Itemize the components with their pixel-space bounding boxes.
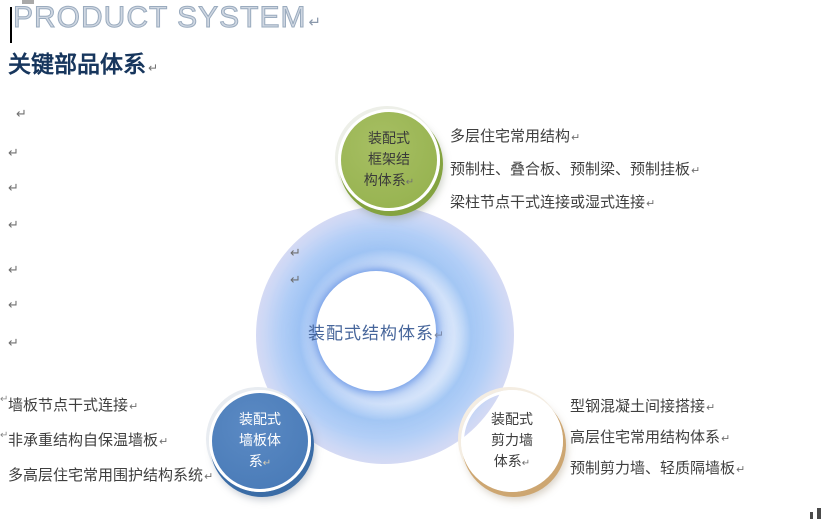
indent-marker-fragment xyxy=(22,0,34,4)
paragraph-mark: ↵ xyxy=(8,335,19,350)
paragraph-mark: ↵ xyxy=(16,106,27,121)
paragraph-mark: ↵ xyxy=(433,327,445,342)
paragraph-mark: ↵ xyxy=(8,262,19,277)
paragraph-mark: ↵ xyxy=(308,14,323,31)
annotation-line: 多层住宅常用结构↵ xyxy=(450,128,581,145)
annotation-line: 非承重结构自保温墙板↵ xyxy=(8,432,169,449)
paragraph-mark: ↵ xyxy=(646,198,656,210)
paragraph-mark: ↵ xyxy=(721,433,731,445)
annotation-shear-wall[interactable]: 型钢混凝土间接搭接↵ 高层住宅常用结构体系↵ 预制剪力墙、轻质隔墙板↵ xyxy=(570,392,745,485)
center-node-label: 装配式结构体系↵ xyxy=(307,323,445,343)
node-frame-structure[interactable]: 装配式 框架结 构体系↵ xyxy=(338,109,440,211)
annotation-line: 型钢混凝土间接搭接↵ xyxy=(570,398,716,415)
paragraph-mark: ↵ xyxy=(204,471,214,483)
paragraph-mark: ↵ xyxy=(8,297,19,312)
paragraph-mark: ↵ xyxy=(736,464,746,476)
paragraph-mark: ↵ xyxy=(290,272,301,287)
paragraph-mark: ↵ xyxy=(405,176,415,188)
paragraph-mark: ↵ xyxy=(129,401,139,413)
cropped-glyph-fragment xyxy=(810,512,813,519)
cropped-glyph-fragment xyxy=(817,508,821,519)
node-shear-wall-label: 装配式 剪力墙 体系↵ xyxy=(491,410,533,469)
annotation-line: 预制剪力墙、轻质隔墙板↵ xyxy=(570,460,746,477)
node-shear-wall[interactable]: 装配式 剪力墙 体系↵ xyxy=(461,390,563,492)
anchor-mark: ↵ xyxy=(0,430,9,441)
node-wall-panel[interactable]: 装配式 墙板体 系↵ xyxy=(209,390,311,492)
paragraph-mark: ↵ xyxy=(521,457,531,469)
eyebrow-title-text: PRODUCT SYSTEM xyxy=(12,1,307,35)
text-cursor xyxy=(10,7,12,43)
node-wall-panel-label: 装配式 墙板体 系↵ xyxy=(239,410,281,469)
paragraph-mark: ↵ xyxy=(148,61,159,75)
paragraph-mark: ↵ xyxy=(290,245,301,260)
anchor-mark: ↵ xyxy=(0,394,9,405)
paragraph-mark: ↵ xyxy=(691,165,701,177)
annotation-line: 多高层住宅常用围护结构系统↵ xyxy=(8,467,214,484)
paragraph-mark: ↵ xyxy=(8,180,19,195)
center-node[interactable]: 装配式结构体系↵ xyxy=(308,271,444,391)
annotation-frame-structure[interactable]: 多层住宅常用结构↵ 预制柱、叠合板、预制梁、预制挂板↵ 梁柱节点干式连接或湿式连… xyxy=(450,121,700,220)
annotation-line: 梁柱节点干式连接或湿式连接↵ xyxy=(450,194,656,211)
node-frame-structure-label: 装配式 框架结 构体系↵ xyxy=(363,129,415,188)
paragraph-mark: ↵ xyxy=(262,457,272,469)
page-title-text: 关键部品体系 xyxy=(8,51,146,77)
page-title[interactable]: 关键部品体系↵ xyxy=(8,45,158,79)
paragraph-mark: ↵ xyxy=(571,132,581,144)
paragraph-mark: ↵ xyxy=(159,436,169,448)
annotation-line: 墙板节点干式连接↵ xyxy=(8,397,139,414)
paragraph-mark: ↵ xyxy=(706,402,716,414)
paragraph-mark: ↵ xyxy=(8,217,19,232)
eyebrow-title[interactable]: PRODUCT SYSTEM↵ xyxy=(12,1,323,35)
annotation-line: 高层住宅常用结构体系↵ xyxy=(570,429,731,446)
annotation-wall-panel[interactable]: 墙板节点干式连接↵ 非承重结构自保温墙板↵ 多高层住宅常用围护结构系统↵ xyxy=(8,389,213,494)
annotation-line: 预制柱、叠合板、预制梁、预制挂板↵ xyxy=(450,161,701,178)
paragraph-mark: ↵ xyxy=(8,145,19,160)
